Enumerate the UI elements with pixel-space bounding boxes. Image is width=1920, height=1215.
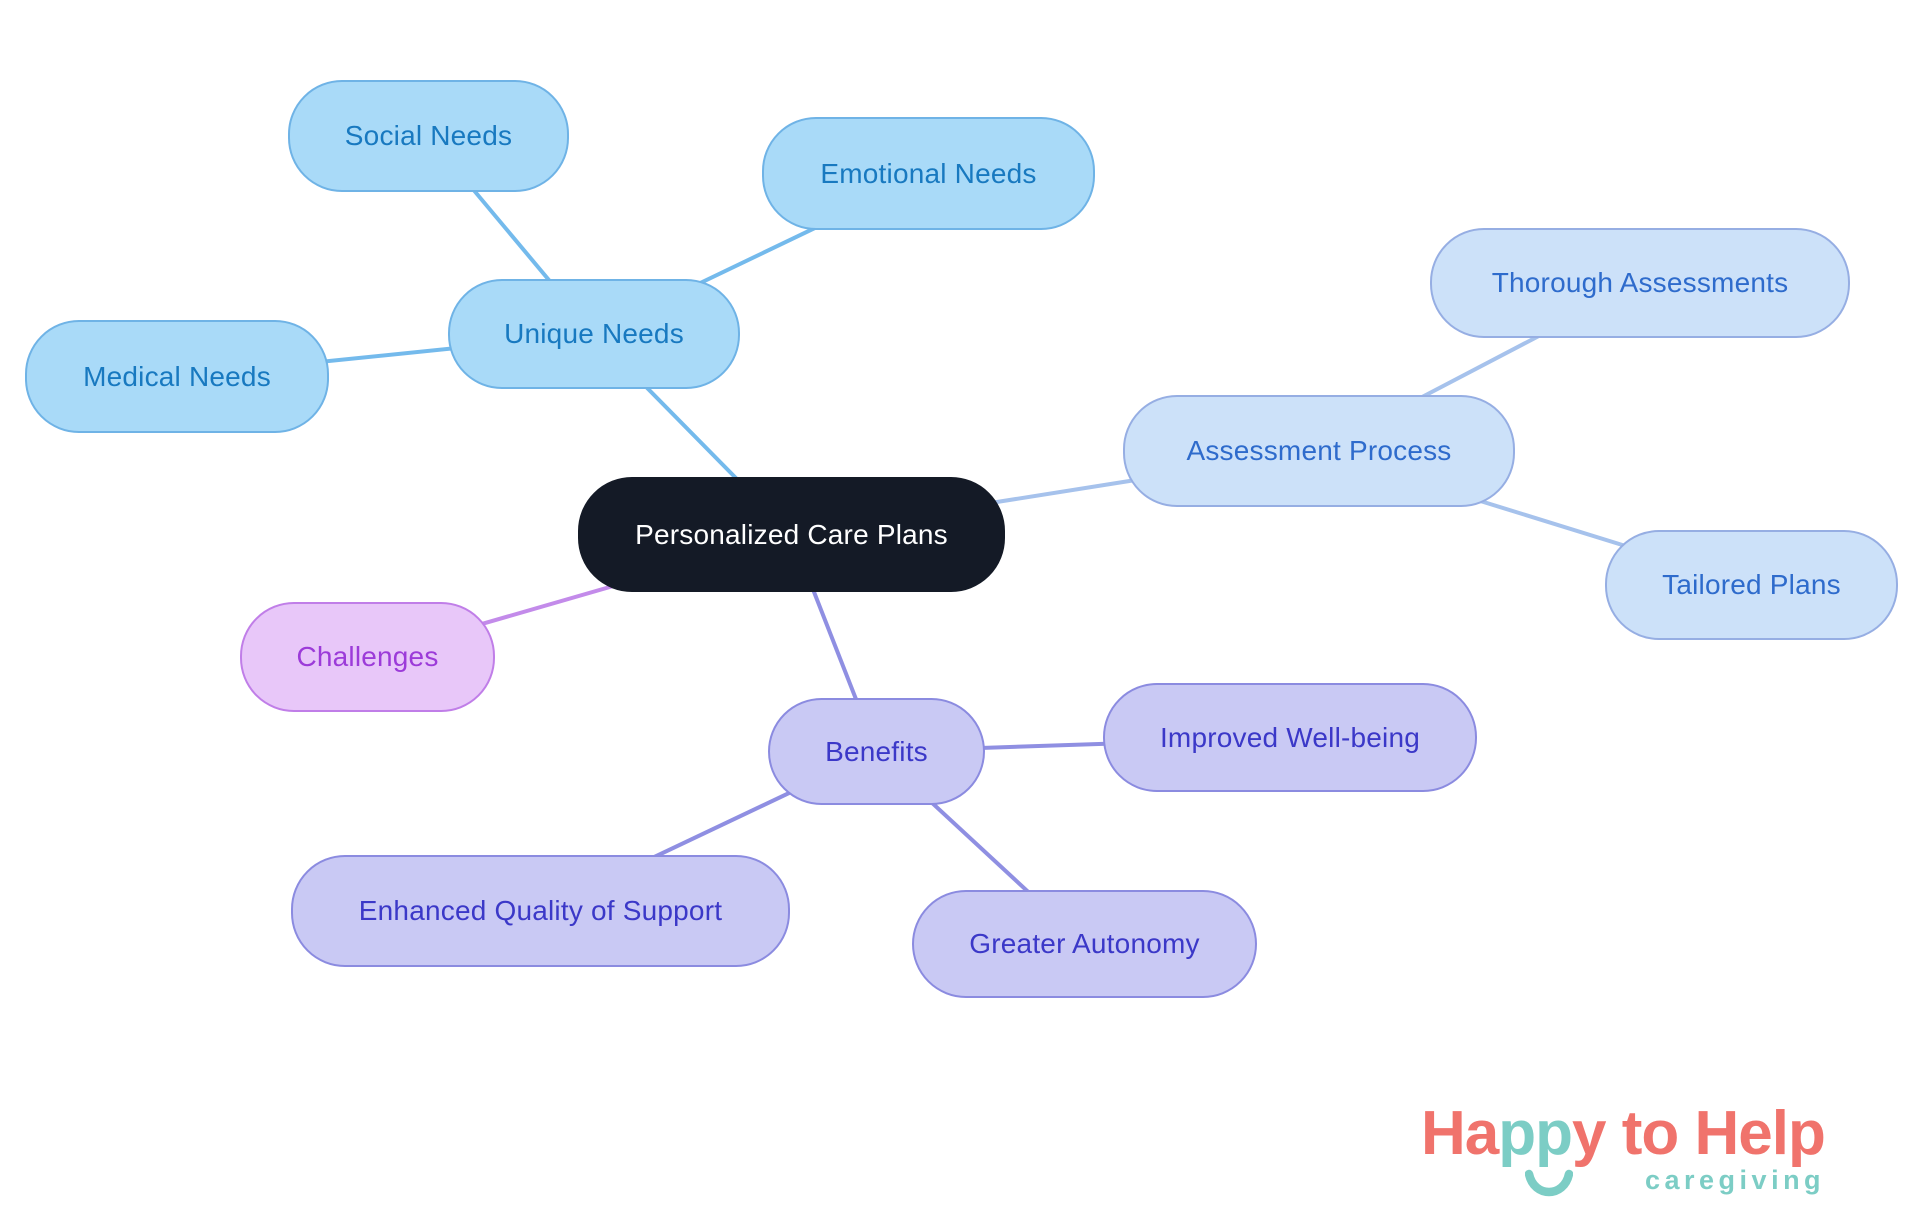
node-emotional-needs[interactable]: Emotional Needs: [762, 117, 1095, 230]
node-label: Greater Autonomy: [969, 928, 1200, 959]
node-benefits[interactable]: Benefits: [768, 698, 985, 805]
node-challenges[interactable]: Challenges: [240, 602, 495, 712]
node-label: Medical Needs: [83, 360, 271, 392]
logo-word-segment-1: pp: [1498, 1099, 1573, 1168]
node-label: Emotional Needs: [820, 157, 1037, 189]
node-label: Assessment Process: [1186, 435, 1452, 466]
smile-arc: [1525, 1169, 1573, 1197]
node-improved-well-being[interactable]: Improved Well-being: [1103, 683, 1477, 792]
logo-wordmark: Happy to Help: [1421, 1103, 1826, 1165]
node-label: Improved Well-being: [1159, 721, 1421, 753]
node-thorough-assessments[interactable]: Thorough Assessments: [1430, 228, 1850, 338]
node-personalized-care-plans[interactable]: Personalized Care Plans: [578, 477, 1005, 592]
node-label: Tailored Plans: [1662, 569, 1841, 600]
logo-word-segment-2: y: [1572, 1099, 1606, 1168]
happy-to-help-logo: Happy to Help caregiving: [1421, 1103, 1901, 1215]
node-label: Unique Needs: [504, 318, 684, 349]
node-label: Enhanced Quality of Support: [358, 895, 723, 926]
node-label: Social Needs: [344, 120, 513, 151]
logo-tagline: caregiving: [1645, 1165, 1826, 1195]
node-greater-autonomy[interactable]: Greater Autonomy: [912, 890, 1257, 998]
node-medical-needs[interactable]: Medical Needs: [25, 320, 329, 433]
node-label: Benefits: [825, 735, 928, 767]
node-label: Challenges: [296, 641, 439, 672]
node-enhanced-quality-of-support[interactable]: Enhanced Quality of Support: [291, 855, 790, 967]
smile-icon: [1525, 1169, 1573, 1197]
node-label: Thorough Assessments: [1491, 267, 1789, 298]
node-unique-needs[interactable]: Unique Needs: [448, 279, 740, 389]
logo-word-segment-3: to Help: [1605, 1099, 1826, 1168]
node-assessment-process[interactable]: Assessment Process: [1123, 395, 1515, 507]
node-tailored-plans[interactable]: Tailored Plans: [1605, 530, 1898, 640]
node-label: Personalized Care Plans: [635, 518, 948, 550]
logo-word-segment-0: Ha: [1421, 1099, 1499, 1168]
node-social-needs[interactable]: Social Needs: [288, 80, 569, 192]
